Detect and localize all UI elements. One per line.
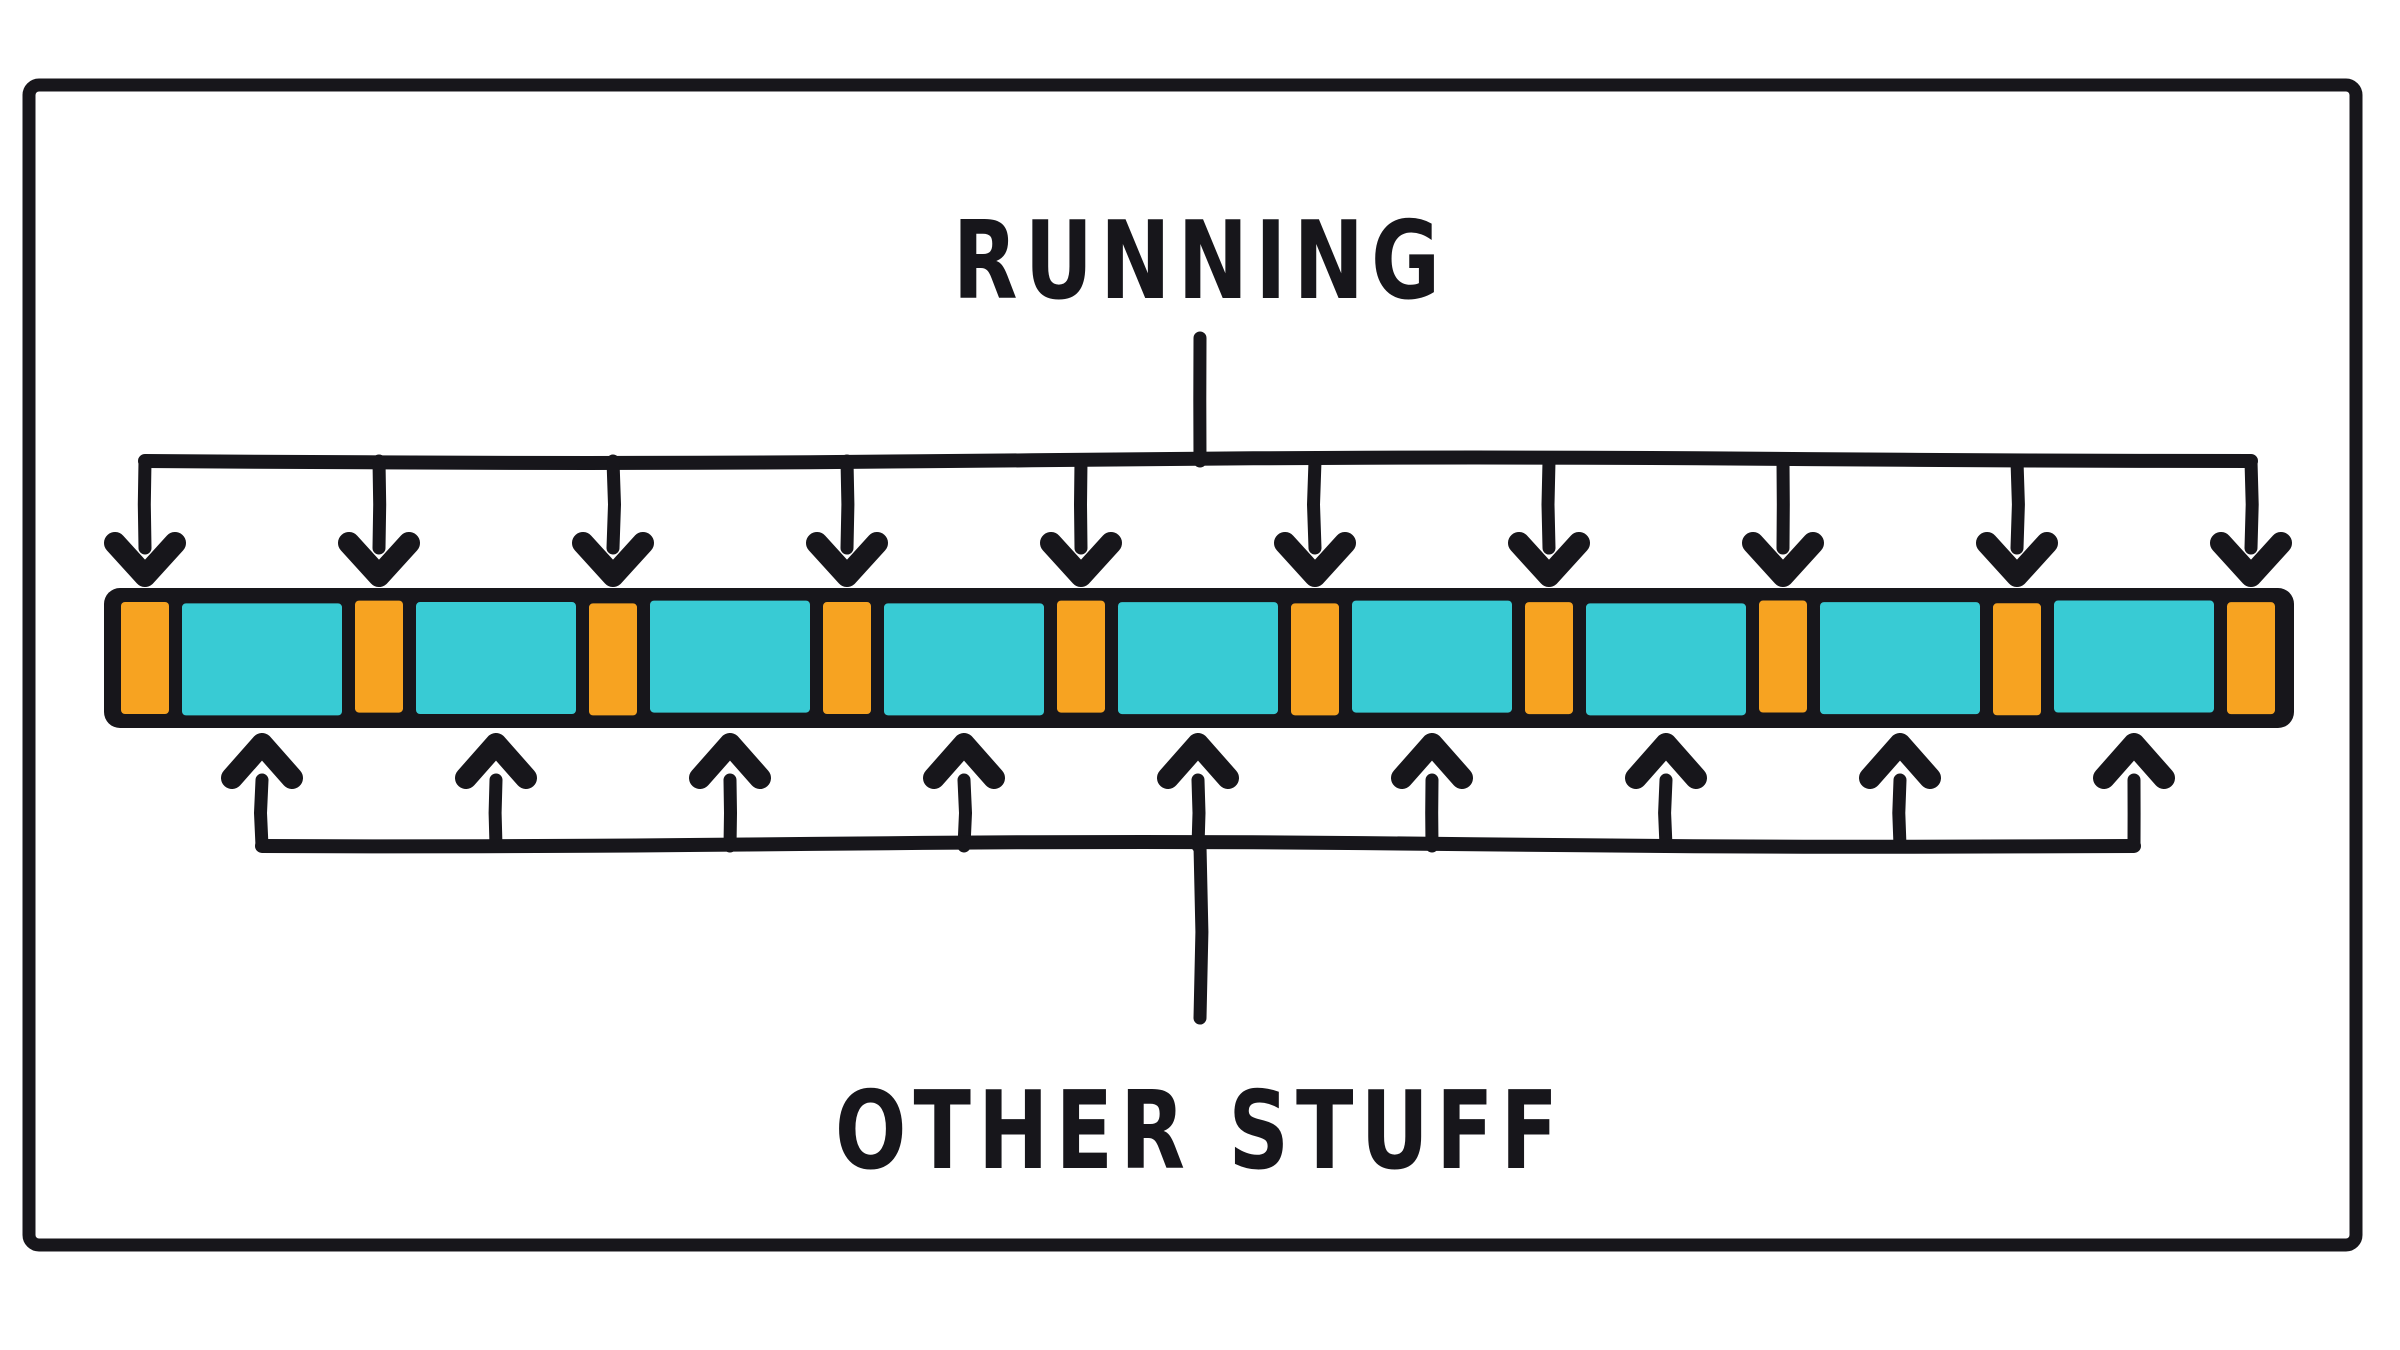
other-stuff-stem [1193,839,1209,1025]
up-arrow-stem [723,773,737,853]
down-arrow-stem [1074,454,1088,555]
segment-other [1586,603,1746,716]
up-arrow-stem [1892,773,1907,853]
segment-other [884,603,1044,716]
running-bracket [138,450,2258,470]
down-arrow-icon [806,532,888,587]
up-arrow-stem [1658,773,1673,853]
segment-other [650,600,810,713]
up-arrow-icon [689,733,771,789]
down-arrow-stem [372,454,387,555]
down-arrow-stem [840,454,855,555]
down-arrow-stem [137,454,152,555]
running-label: RUNNING [952,199,1448,324]
segment-running [355,600,403,713]
segment-other [182,603,342,716]
up-arrow-stem [254,773,269,853]
down-arrow-stem [2010,454,2025,555]
segment-running [2227,602,2275,715]
up-arrow-icon [1391,733,1473,789]
segment-running [1759,600,1807,713]
up-arrow-stem [1191,773,1206,853]
up-arrow-icon [2093,733,2175,789]
segment-running [1291,603,1339,716]
segment-running [1525,602,1573,715]
up-arrow-stem [957,773,972,853]
up-arrow-icon [1157,733,1239,789]
segment-other [1820,602,1980,715]
up-arrow-icon [1859,733,1941,789]
down-arrow-icon [1976,532,2058,587]
down-arrow-icon [1742,532,1824,587]
outer-frame [22,78,2363,1252]
down-arrow-stem [1541,454,1556,555]
up-arrow-icon [1625,733,1707,789]
down-arrow-icon [572,532,654,587]
segment-running [823,602,871,715]
other-stuff-label: OTHER STUFF [834,1069,1566,1194]
down-arrow-icon [2210,532,2292,587]
up-arrow-stem [488,773,503,853]
segment-running [1993,603,2041,716]
segment-other [1118,602,1278,715]
down-arrow-icon [1274,532,1356,587]
segment-running [1057,600,1105,713]
down-arrow-stem [606,454,621,555]
up-arrow-icon [221,733,303,789]
down-arrow-stem [2244,454,2259,555]
down-arrow-icon [1040,532,1122,587]
up-arrow-icon [923,733,1005,789]
down-arrow-stem [1307,454,1322,555]
segment-other [2054,600,2214,713]
segment-other [416,602,576,715]
down-arrow-icon [338,532,420,587]
segment-other [1352,600,1512,713]
up-arrow-icon [455,733,537,789]
down-arrow-icon [104,532,186,587]
segment-running [589,603,637,716]
down-arrow-icon [1508,532,1590,587]
segment-running [121,602,169,714]
